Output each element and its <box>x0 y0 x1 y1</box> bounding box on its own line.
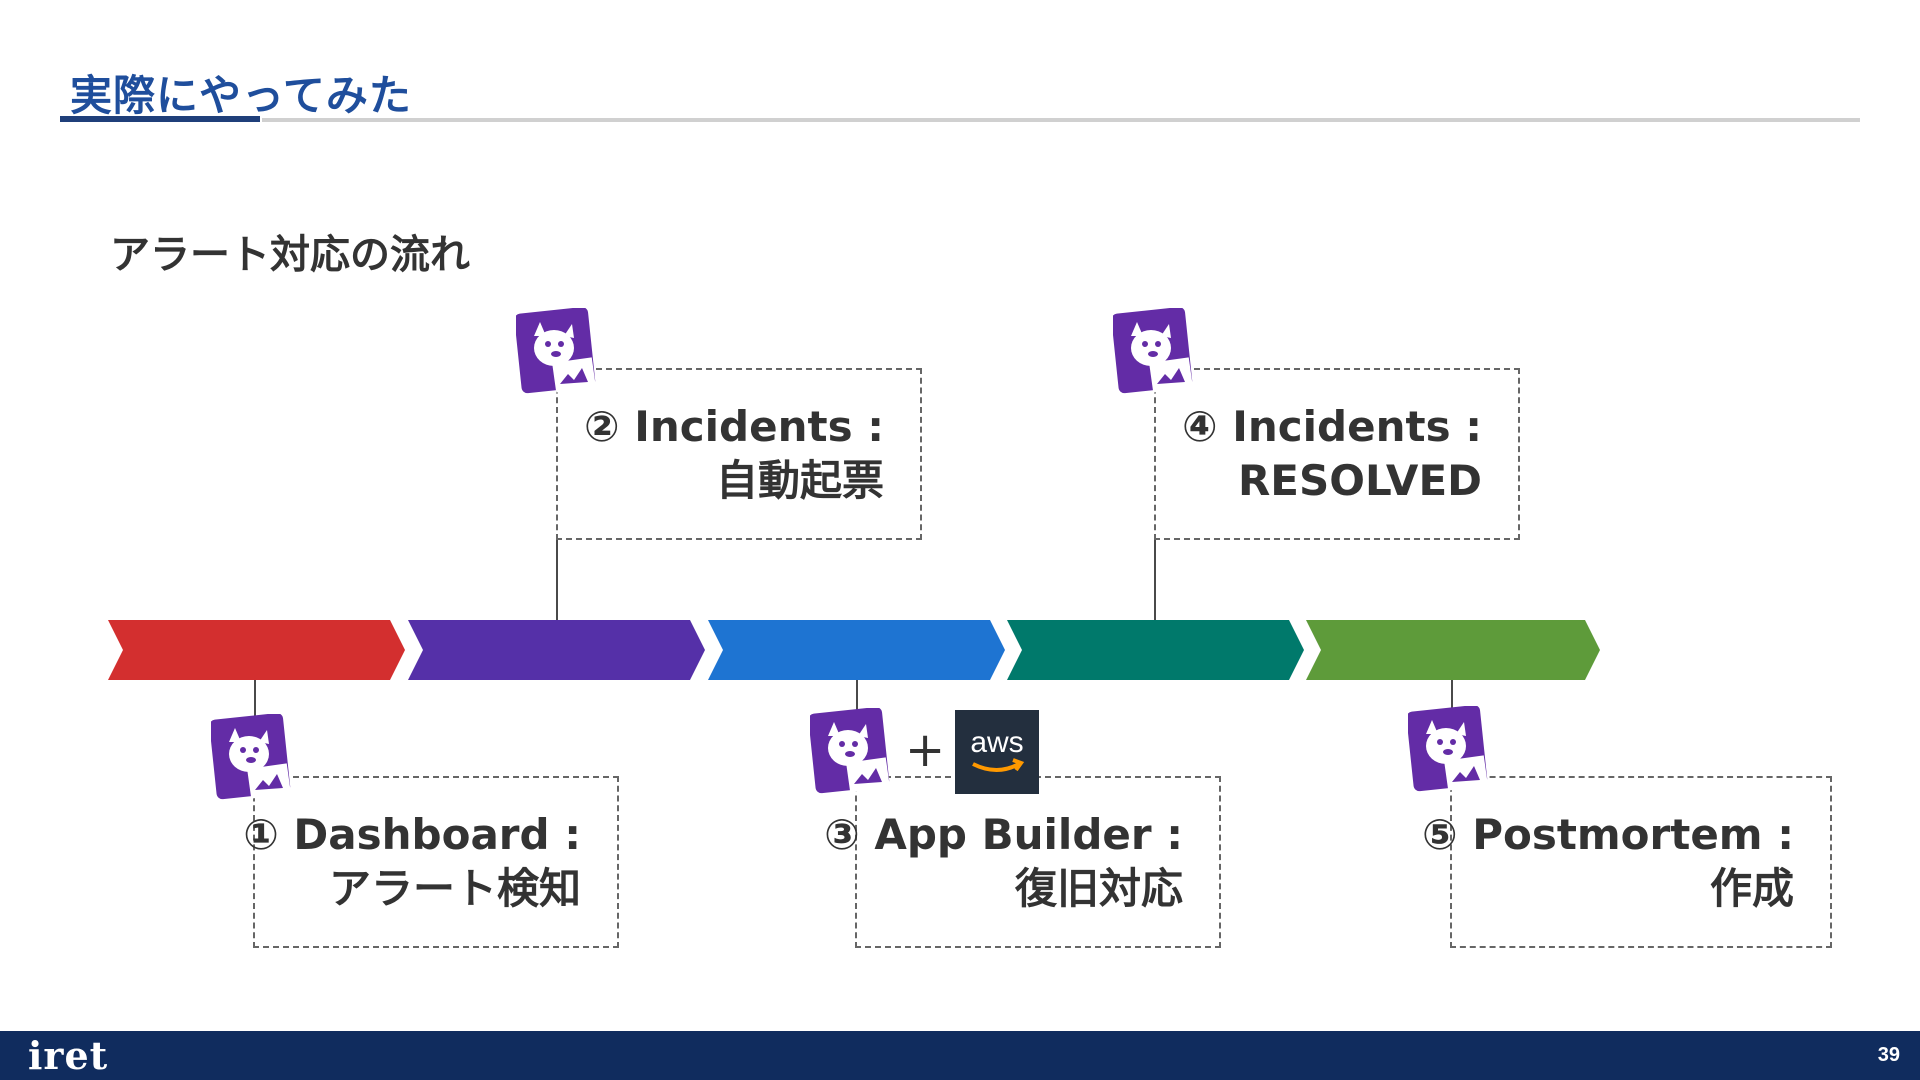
plus-sign: + <box>905 722 946 778</box>
timeline-segment-4 <box>1007 620 1304 680</box>
callout-step-4: ④ Incidents : RESOLVED <box>1154 368 1520 540</box>
aws-logo-text: aws <box>970 726 1023 759</box>
title-divider <box>262 118 1860 122</box>
page-title: 実際にやってみた <box>70 71 412 120</box>
timeline-segment-1 <box>108 620 405 680</box>
callout-step-1: ① Dashboard : アラート検知 <box>243 776 619 948</box>
callout-step-3: ③ App Builder : 復旧対応 <box>824 776 1221 948</box>
step-4-desc: RESOLVED <box>1237 456 1482 505</box>
connector-step-2 <box>556 536 558 620</box>
page-number: 39 <box>1877 1044 1900 1066</box>
step-2-title: ② Incidents : <box>584 402 884 451</box>
datadog-icon <box>810 708 890 794</box>
callout-step-5: ⑤ Postmortem : 作成 <box>1422 776 1832 948</box>
timeline-segment-3 <box>708 620 1005 680</box>
step-4-title: ④ Incidents : <box>1182 402 1482 451</box>
step-2-desc: 自動起票 <box>715 456 884 505</box>
datadog-icon <box>1113 308 1193 394</box>
step-1-desc: アラート検知 <box>328 864 581 913</box>
step-1-title: ① Dashboard : <box>243 810 581 859</box>
connector-step-4 <box>1154 536 1156 620</box>
callout-step-2: ② Incidents : 自動起票 <box>556 368 922 540</box>
datadog-icon <box>211 714 291 800</box>
datadog-icon <box>1408 706 1488 792</box>
footer-bar: iret 39 <box>0 1031 1920 1080</box>
iret-logo: iret <box>28 1033 109 1078</box>
step-5-desc: 作成 <box>1709 864 1794 913</box>
section-subtitle: アラート対応の流れ <box>110 232 470 278</box>
aws-icon: aws <box>955 710 1039 794</box>
step-3-title: ③ App Builder : <box>824 810 1183 859</box>
step-3-desc: 復旧対応 <box>1014 864 1183 913</box>
datadog-icon <box>516 308 596 394</box>
timeline-segment-5 <box>1306 620 1600 680</box>
title-accent-bar <box>60 116 260 122</box>
step-5-title: ⑤ Postmortem : <box>1422 810 1794 859</box>
timeline-segment-2 <box>408 620 705 680</box>
